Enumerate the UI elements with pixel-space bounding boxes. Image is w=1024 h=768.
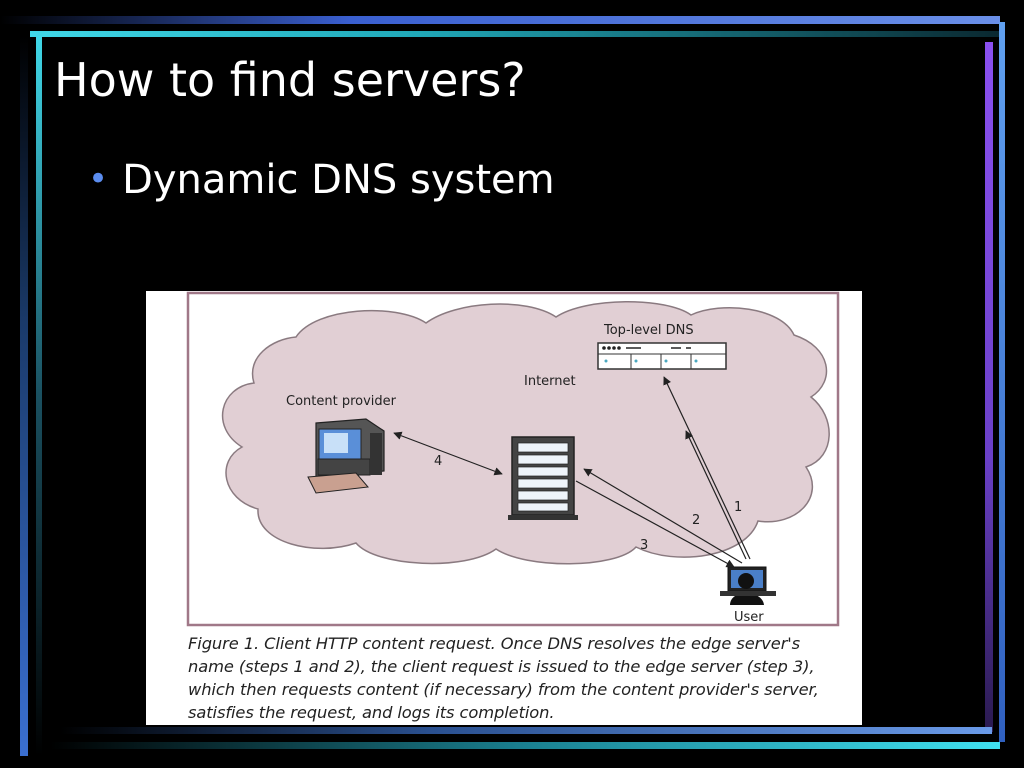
figure-caption: Figure 1. Client HTTP content request. O… xyxy=(188,634,819,722)
frame-bar-top xyxy=(0,16,1000,24)
step-label-2: 2 xyxy=(692,513,700,528)
cdn-diagram: Top-level DNS Internet Content provider xyxy=(186,291,840,627)
step-label-4: 4 xyxy=(434,454,442,469)
top-level-dns-label: Top-level DNS xyxy=(603,323,694,338)
user-label: User xyxy=(734,610,764,625)
frame-bar-top-inner xyxy=(30,31,1000,37)
internet-label: Internet xyxy=(524,374,576,389)
bullet-item: • Dynamic DNS system xyxy=(88,156,555,206)
step-label-3: 3 xyxy=(640,538,648,553)
user-laptop-icon xyxy=(720,566,776,605)
server-rack-icon xyxy=(508,436,578,520)
frame-bar-bottom xyxy=(60,727,992,734)
bullet-text: Dynamic DNS system xyxy=(122,157,555,203)
slide-title: How to find servers? xyxy=(54,53,526,107)
internet-cloud xyxy=(221,301,830,565)
frame-bar-right xyxy=(985,42,993,732)
content-provider-label: Content provider xyxy=(286,394,397,409)
dns-server-icon xyxy=(597,342,727,370)
figure-border xyxy=(186,291,840,627)
arrow-step-1 xyxy=(663,376,751,560)
arrow-step-3 xyxy=(575,480,735,568)
frame-bar-left xyxy=(20,36,28,756)
figure-panel: Top-level DNS Internet Content provider xyxy=(146,291,862,725)
arrow-step-1b xyxy=(685,430,747,560)
frame-bar-right-inner xyxy=(999,22,1005,742)
arrow-step-4 xyxy=(393,431,503,476)
bullet-dot: • xyxy=(88,159,109,199)
step-label-1: 1 xyxy=(734,500,742,515)
frame-bar-left-inner xyxy=(36,36,42,756)
arrow-step-2 xyxy=(583,468,743,564)
desktop-computer-icon xyxy=(307,418,385,494)
frame-bar-bottom-inner xyxy=(50,742,1000,749)
